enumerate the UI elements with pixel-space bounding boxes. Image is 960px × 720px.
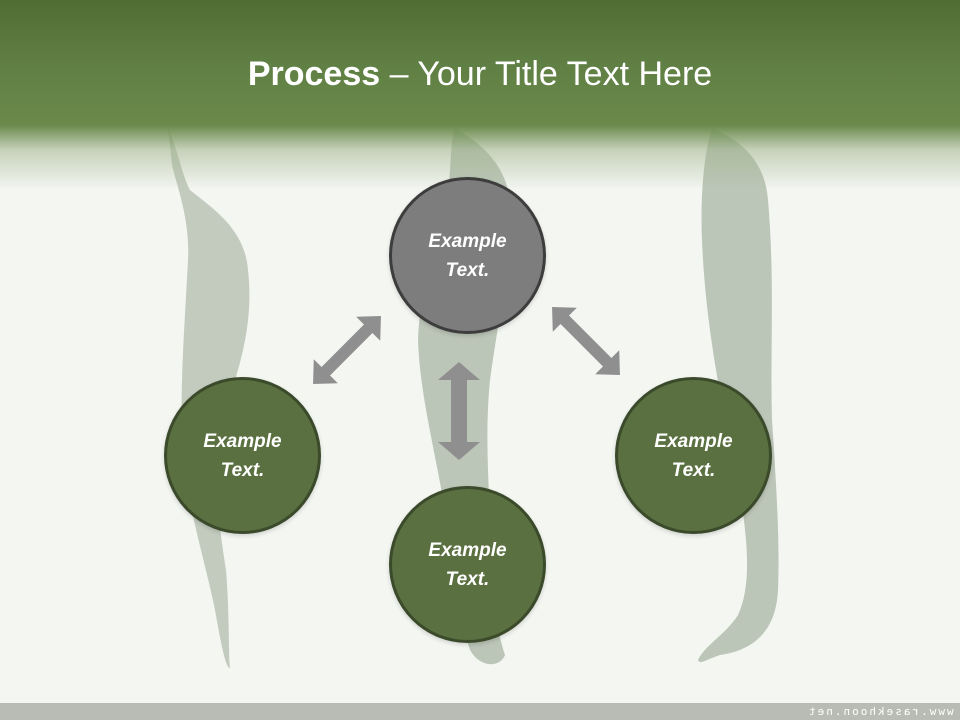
arrow-vertical xyxy=(438,362,480,460)
node-bottom: Example Text. xyxy=(389,486,546,643)
watermark-text: www.rasekhoon.net xyxy=(807,705,954,718)
node-right-text: Example Text. xyxy=(654,430,733,481)
node-top: Example Text. xyxy=(389,177,546,334)
title-rest: – Your Title Text Here xyxy=(380,55,713,93)
node-left: Example Text. xyxy=(164,377,321,534)
node-bottom-text: Example Text. xyxy=(428,539,507,590)
node-top-text: Example Text. xyxy=(428,230,507,281)
node-right: Example Text. xyxy=(615,377,772,534)
arrow-top-right xyxy=(552,307,620,375)
header-bar xyxy=(0,0,960,190)
page-title: Process – Your Title Text Here xyxy=(0,52,960,96)
title-bold: Process xyxy=(247,55,381,93)
footer-bar xyxy=(0,703,960,720)
node-left-text: Example Text. xyxy=(203,430,282,481)
arrow-top-left xyxy=(313,316,381,384)
